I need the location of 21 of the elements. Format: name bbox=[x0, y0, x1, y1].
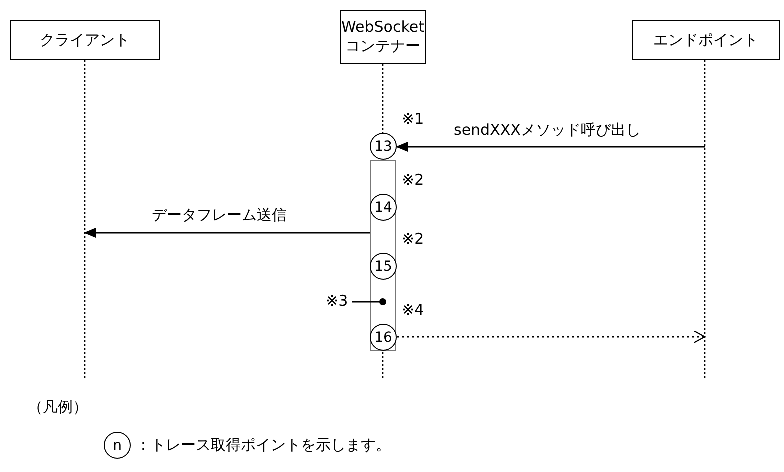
trace-point-circle: 15 bbox=[370, 253, 397, 280]
note-mark: ※2 bbox=[402, 171, 424, 189]
arrow bbox=[397, 330, 706, 344]
trace-point-circle: 14 bbox=[370, 194, 397, 221]
participant-box: エンドポイント bbox=[632, 20, 780, 60]
trace-point-circle: 13 bbox=[370, 133, 397, 160]
note-mark: ※1 bbox=[402, 110, 424, 128]
edge-label: データフレーム送信 bbox=[150, 206, 289, 224]
activation-bar bbox=[370, 160, 396, 351]
note-mark: ※2 bbox=[402, 230, 424, 248]
leader-line bbox=[352, 298, 386, 306]
legend-heading: （凡例） bbox=[28, 398, 88, 417]
note-mark: ※3 bbox=[326, 292, 352, 312]
arrow bbox=[396, 142, 705, 152]
legend-text: ：トレース取得ポイントを示します。 bbox=[136, 436, 391, 455]
participant-box: クライアント bbox=[10, 20, 160, 60]
trace-point-circle: 16 bbox=[370, 324, 397, 351]
arrow bbox=[84, 228, 370, 238]
note-mark: ※4 bbox=[402, 301, 424, 319]
participant-box: WebSocket コンテナー bbox=[340, 10, 426, 64]
legend-symbol: n bbox=[104, 432, 131, 459]
